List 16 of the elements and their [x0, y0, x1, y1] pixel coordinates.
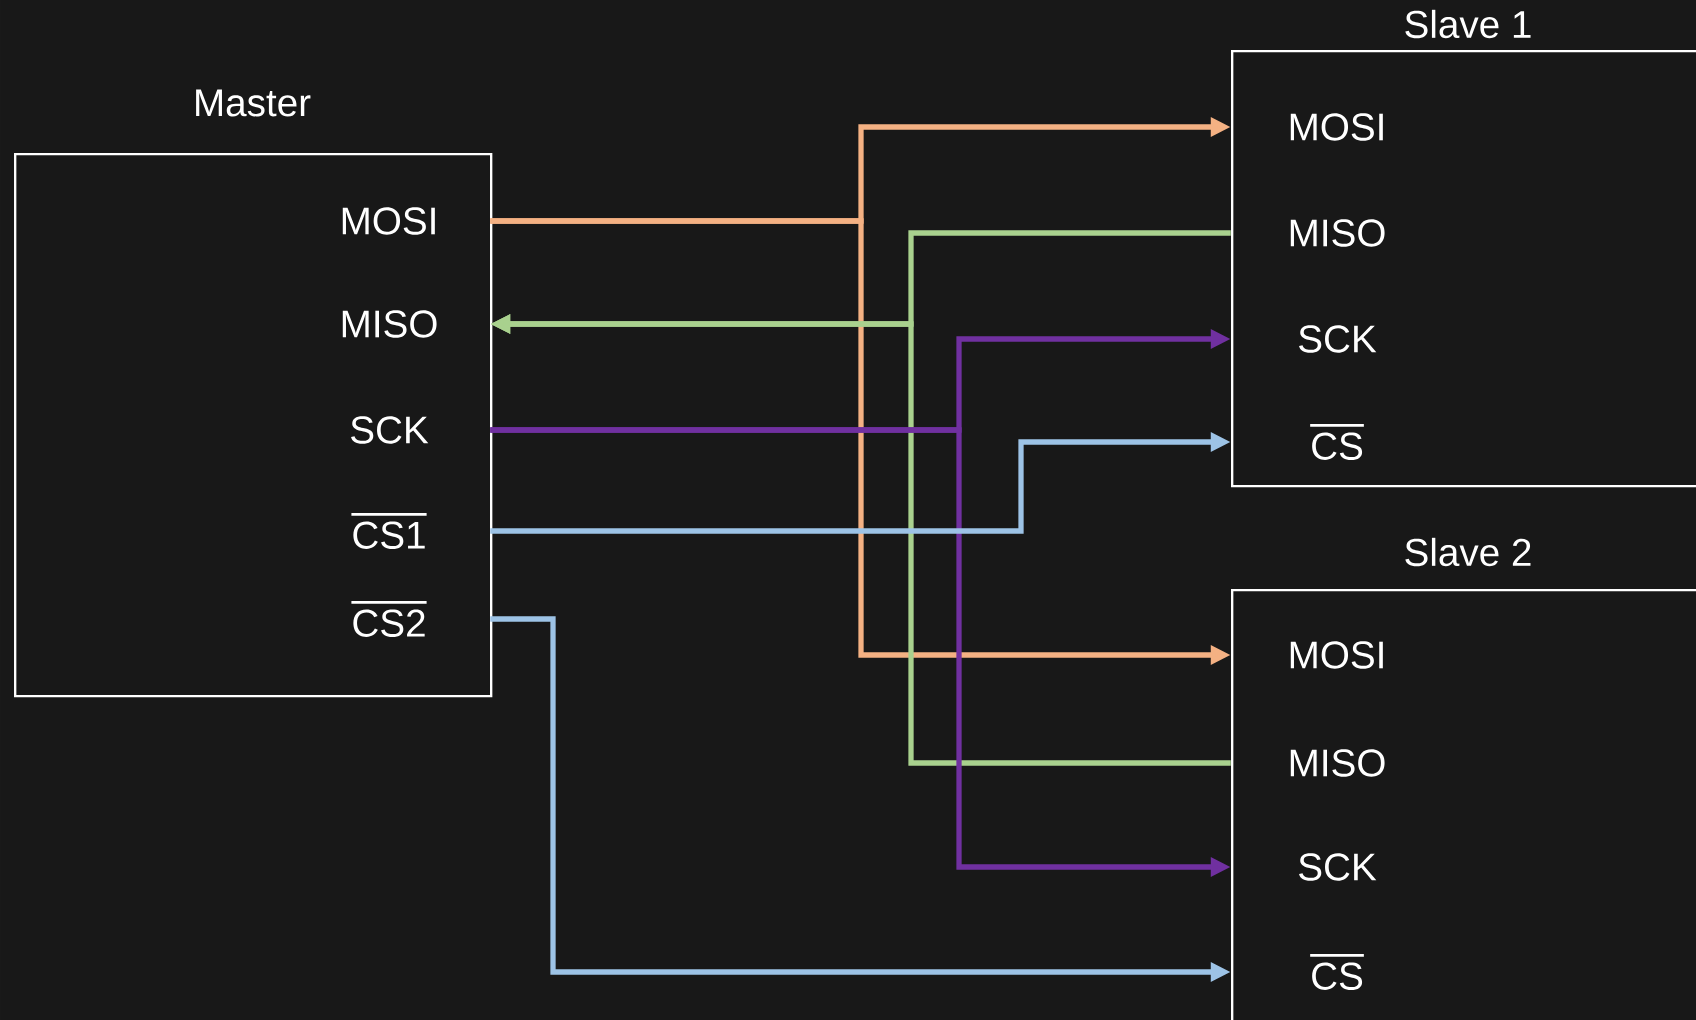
node-label: Slave 2: [1405, 537, 1531, 567]
node-label: Master: [196, 89, 311, 117]
pin-label: SCK: [351, 416, 429, 444]
pin-label: MOSI: [1290, 113, 1383, 141]
node-label: Slave 1: [1405, 9, 1531, 39]
pin-label: MISO: [1290, 749, 1385, 777]
pin-label: SCK: [1299, 325, 1377, 353]
pin-label: MISO: [342, 310, 437, 338]
pin-label: CS1: [351, 513, 427, 549]
pin-label: CS: [1310, 424, 1364, 460]
pin-label: MOSI: [342, 207, 435, 235]
pin-label: MISO: [1290, 219, 1385, 247]
pin-label: SCK: [1299, 853, 1377, 881]
pin-label: MOSI: [1290, 641, 1383, 669]
pin-label: CS: [1310, 954, 1364, 990]
pin-label: CS2: [351, 601, 427, 637]
